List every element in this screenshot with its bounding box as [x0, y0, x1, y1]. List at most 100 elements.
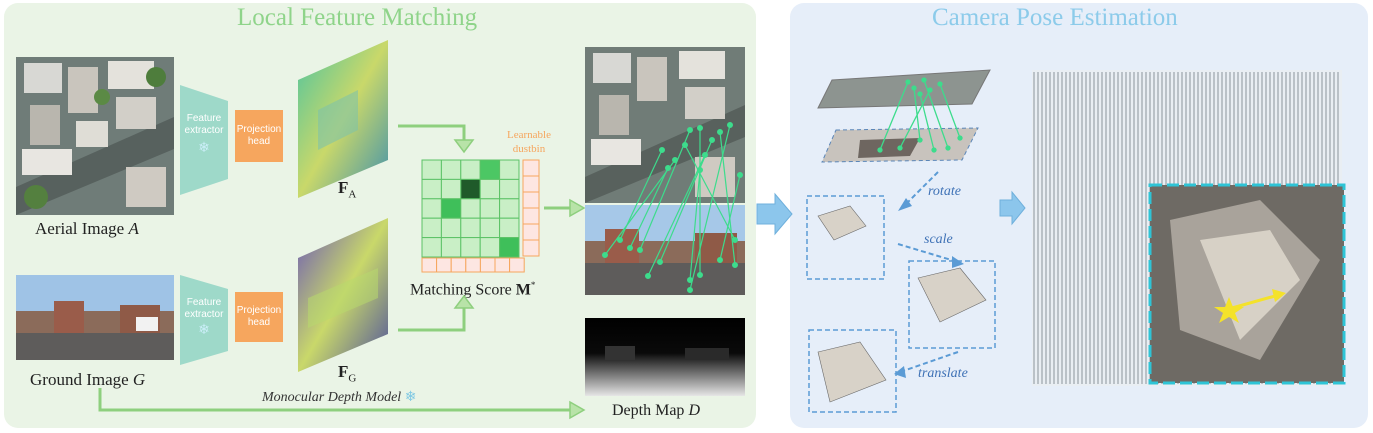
camera-pose-estimation-title: Camera Pose Estimation	[932, 4, 1178, 31]
ground-symbol: G	[132, 370, 146, 389]
ground-projection-label: Projection head	[236, 305, 282, 328]
aerial-feature-flow-arrow	[398, 124, 466, 142]
match-line	[689, 169, 701, 281]
feature-subscript-g: G	[348, 372, 357, 385]
dustbin-row	[421, 257, 525, 273]
depth-model-label: Monocular Depth Model ❄	[262, 390, 417, 405]
match-point	[731, 262, 738, 269]
matching-symbol: M	[515, 281, 531, 299]
match-point	[731, 237, 738, 244]
matching-superscript: *	[530, 280, 536, 290]
pose-match-line	[939, 83, 961, 139]
match-point	[658, 147, 665, 154]
pose-match-line	[899, 89, 931, 149]
ground-feature-label: FG	[338, 362, 356, 384]
matched-aerial-image	[585, 47, 745, 203]
translate-label: translate	[918, 366, 968, 381]
pose-match-point	[921, 77, 927, 83]
depth-map-caption: Depth Map D	[612, 402, 700, 420]
pose-match-point	[897, 145, 903, 151]
match-line	[659, 139, 713, 263]
matrix-cells	[421, 159, 520, 258]
snowflake-icon: ❄	[404, 390, 417, 405]
depth-caption-text: Depth Map	[612, 402, 685, 419]
match-point	[681, 142, 688, 149]
depth-map-image	[585, 318, 745, 396]
aerial-feature-label: FA	[338, 178, 356, 200]
aerial-feature-map	[298, 40, 388, 198]
match-point	[626, 245, 633, 252]
match-point	[708, 137, 715, 144]
ground-caption-text: Ground Image	[30, 370, 129, 389]
aerial-image	[16, 57, 174, 215]
match-line	[639, 129, 691, 251]
aerial-image-caption: Aerial Image A	[35, 219, 139, 239]
match-point	[716, 129, 723, 136]
pose-match-point	[905, 79, 911, 85]
aerial-projection-label: Projection head	[236, 124, 282, 147]
match-point	[696, 272, 703, 279]
matched-ground-image	[585, 205, 745, 295]
camera-star-icon	[1214, 297, 1244, 323]
match-point	[696, 124, 703, 131]
match-line	[689, 124, 731, 291]
pose-match-line	[879, 81, 909, 151]
heading-arrow-icon	[1272, 289, 1286, 302]
pose-match-point	[877, 147, 883, 153]
ground-image	[16, 275, 174, 360]
aerial-symbol: A	[128, 219, 139, 238]
match-point	[664, 165, 671, 172]
match-point	[636, 247, 643, 254]
match-line	[684, 144, 736, 241]
pose-match-point	[917, 137, 923, 143]
match-point	[601, 252, 608, 259]
matrix-cell	[499, 237, 520, 258]
match-point	[616, 237, 623, 244]
aerial-projection-head: Projection head	[235, 110, 283, 162]
match-point	[656, 259, 663, 266]
match-line	[604, 159, 676, 256]
dustbin-label: Learnable dustbin	[507, 129, 551, 155]
match-point	[686, 287, 693, 294]
match-line	[647, 154, 706, 277]
ground-feature-extractor: Feature extractor ❄	[180, 275, 228, 365]
match-point	[716, 257, 723, 264]
match-line	[629, 167, 669, 249]
match-line	[719, 174, 741, 261]
pose-match-line	[919, 93, 935, 151]
match-point	[671, 157, 678, 164]
scale-label: scale	[924, 232, 953, 247]
matching-score-caption: Matching Score M*	[410, 280, 535, 299]
pose-match-point	[937, 81, 943, 87]
ground-image-caption: Ground Image G	[30, 370, 145, 390]
pose-match-point	[927, 87, 933, 93]
match-point	[726, 121, 733, 128]
stage-arrow-2	[999, 190, 1026, 226]
pose-match-point	[957, 135, 963, 141]
stage-arrow-1	[756, 192, 793, 236]
local-feature-matching-title: Local Feature Matching	[237, 4, 478, 31]
ground-feature-flow-arrow	[398, 306, 466, 332]
rotate-label: rotate	[928, 184, 961, 199]
pose-match-point	[911, 85, 917, 91]
ground-projection-head: Projection head	[235, 292, 283, 342]
ground-extractor-label: Feature extractor	[184, 297, 224, 320]
snowflake-icon: ❄	[198, 139, 210, 155]
snowflake-icon: ❄	[198, 321, 210, 337]
pose-match-point	[945, 145, 951, 151]
match-point	[736, 172, 743, 179]
feature-subscript-a: A	[348, 188, 357, 201]
aerial-feature-extractor: Feature extractor ❄	[180, 85, 228, 195]
depth-symbol: D	[688, 402, 700, 419]
depth-model-flow-arrow	[98, 388, 570, 412]
feature-symbol-f: F	[338, 178, 349, 197]
dustbin-cell	[509, 257, 525, 273]
dustbin-cell	[522, 239, 540, 257]
translate-box	[808, 329, 897, 413]
match-point	[686, 126, 693, 133]
ground-feature-map	[298, 218, 388, 376]
